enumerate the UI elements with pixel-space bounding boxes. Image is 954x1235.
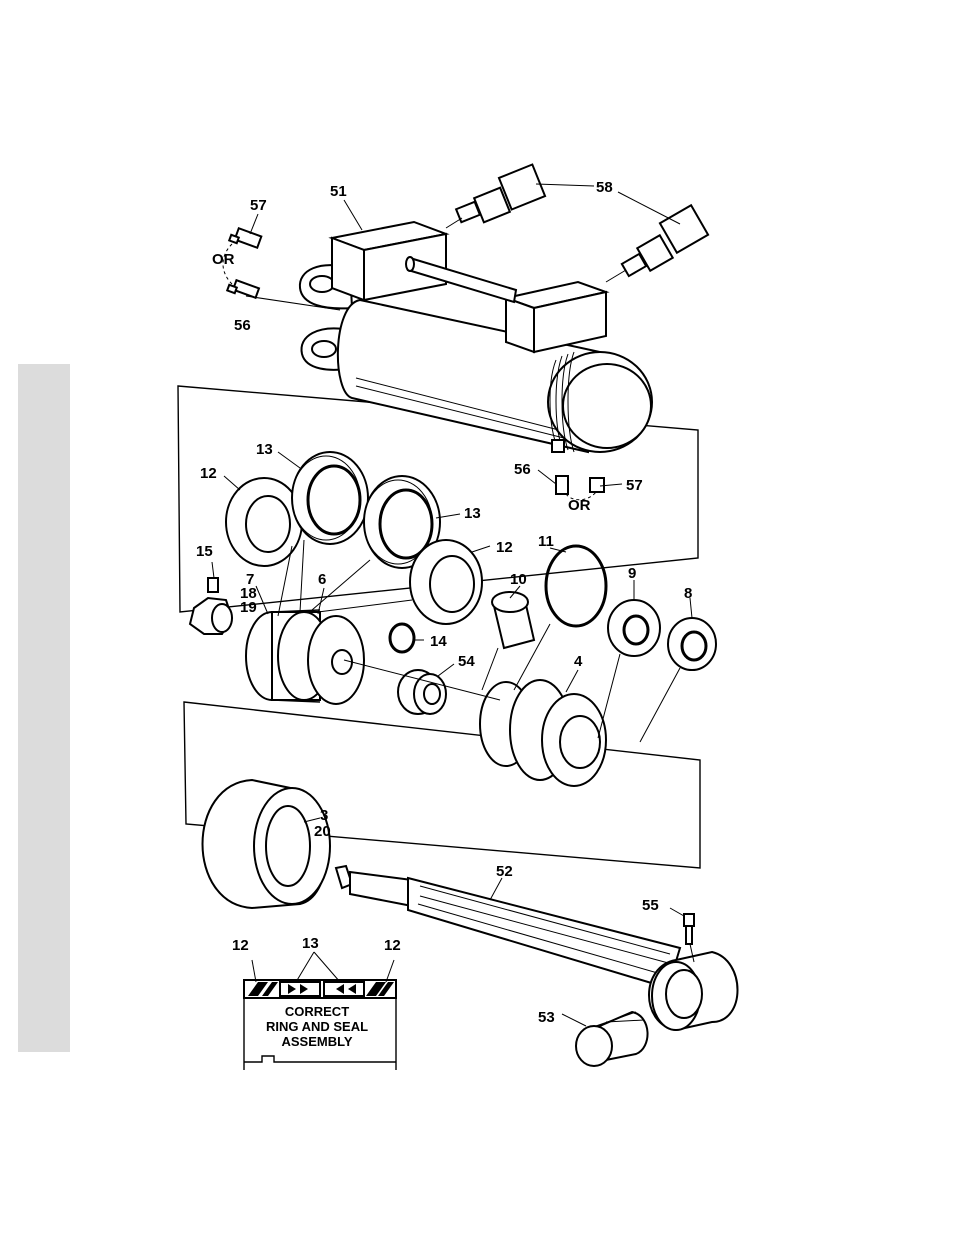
inset-line-1: CORRECT	[285, 1004, 349, 1019]
label-53: 53	[538, 1009, 555, 1026]
label-or-mid: OR	[568, 497, 591, 514]
label-58: 58	[596, 179, 613, 196]
fitting-57-upper	[229, 228, 261, 247]
label-10: 10	[510, 571, 527, 588]
o-ring-11	[546, 546, 606, 626]
fitting-58-upper	[446, 164, 545, 228]
head-3	[203, 780, 331, 908]
fitting-56-upper	[227, 280, 259, 298]
label-15: 15	[196, 543, 213, 560]
piston-6	[246, 610, 364, 704]
label-57-mid: 57	[626, 477, 643, 494]
label-57-top: 57	[250, 197, 267, 214]
fitting-57-lower	[590, 478, 604, 492]
label-56-mid: 56	[514, 461, 531, 478]
seal-8	[668, 618, 716, 670]
label-56-top: 56	[234, 317, 251, 334]
label-54: 54	[458, 653, 475, 670]
label-20: 20	[314, 823, 331, 840]
spacer-54	[398, 670, 446, 714]
set-screw-15	[208, 578, 218, 592]
label-11: 11	[538, 533, 554, 550]
label-51: 51	[330, 183, 347, 200]
label-12-mid: 12	[496, 539, 513, 556]
wiper-9	[608, 600, 660, 656]
label-12-upper: 12	[200, 465, 217, 482]
label-19: 19	[240, 599, 257, 616]
label-55: 55	[642, 897, 659, 914]
label-4: 4	[574, 653, 583, 670]
label-52: 52	[496, 863, 513, 880]
label-9: 9	[628, 565, 636, 582]
inset-line-2: RING AND SEAL	[266, 1019, 368, 1034]
label-13-mid: 13	[464, 505, 481, 522]
label-8: 8	[684, 585, 692, 602]
label-13-inset: 13	[302, 935, 319, 952]
label-6: 6	[318, 571, 326, 588]
label-14: 14	[430, 633, 447, 650]
seal-12-right	[410, 540, 482, 624]
grease-fitting-55	[684, 914, 694, 962]
inset-line-3: ASSEMBLY	[281, 1034, 352, 1049]
rod-52	[336, 866, 680, 988]
label-12-inset-right: 12	[384, 937, 401, 954]
o-ring-14	[390, 624, 414, 652]
ring-seal-inset: CORRECT RING AND SEAL ASSEMBLY	[244, 952, 396, 1070]
fitting-56-lower	[556, 476, 568, 494]
label-3: 3	[320, 807, 328, 824]
nut-19	[190, 598, 232, 634]
label-13-upper: 13	[256, 441, 273, 458]
gland-4	[480, 680, 606, 786]
ring-13-left	[292, 452, 368, 544]
bushing-10	[492, 592, 534, 648]
label-12-inset-left: 12	[232, 937, 249, 954]
fitting-58-lower	[606, 205, 708, 282]
bearing-53	[576, 1012, 648, 1066]
label-or-top: OR	[212, 251, 235, 268]
